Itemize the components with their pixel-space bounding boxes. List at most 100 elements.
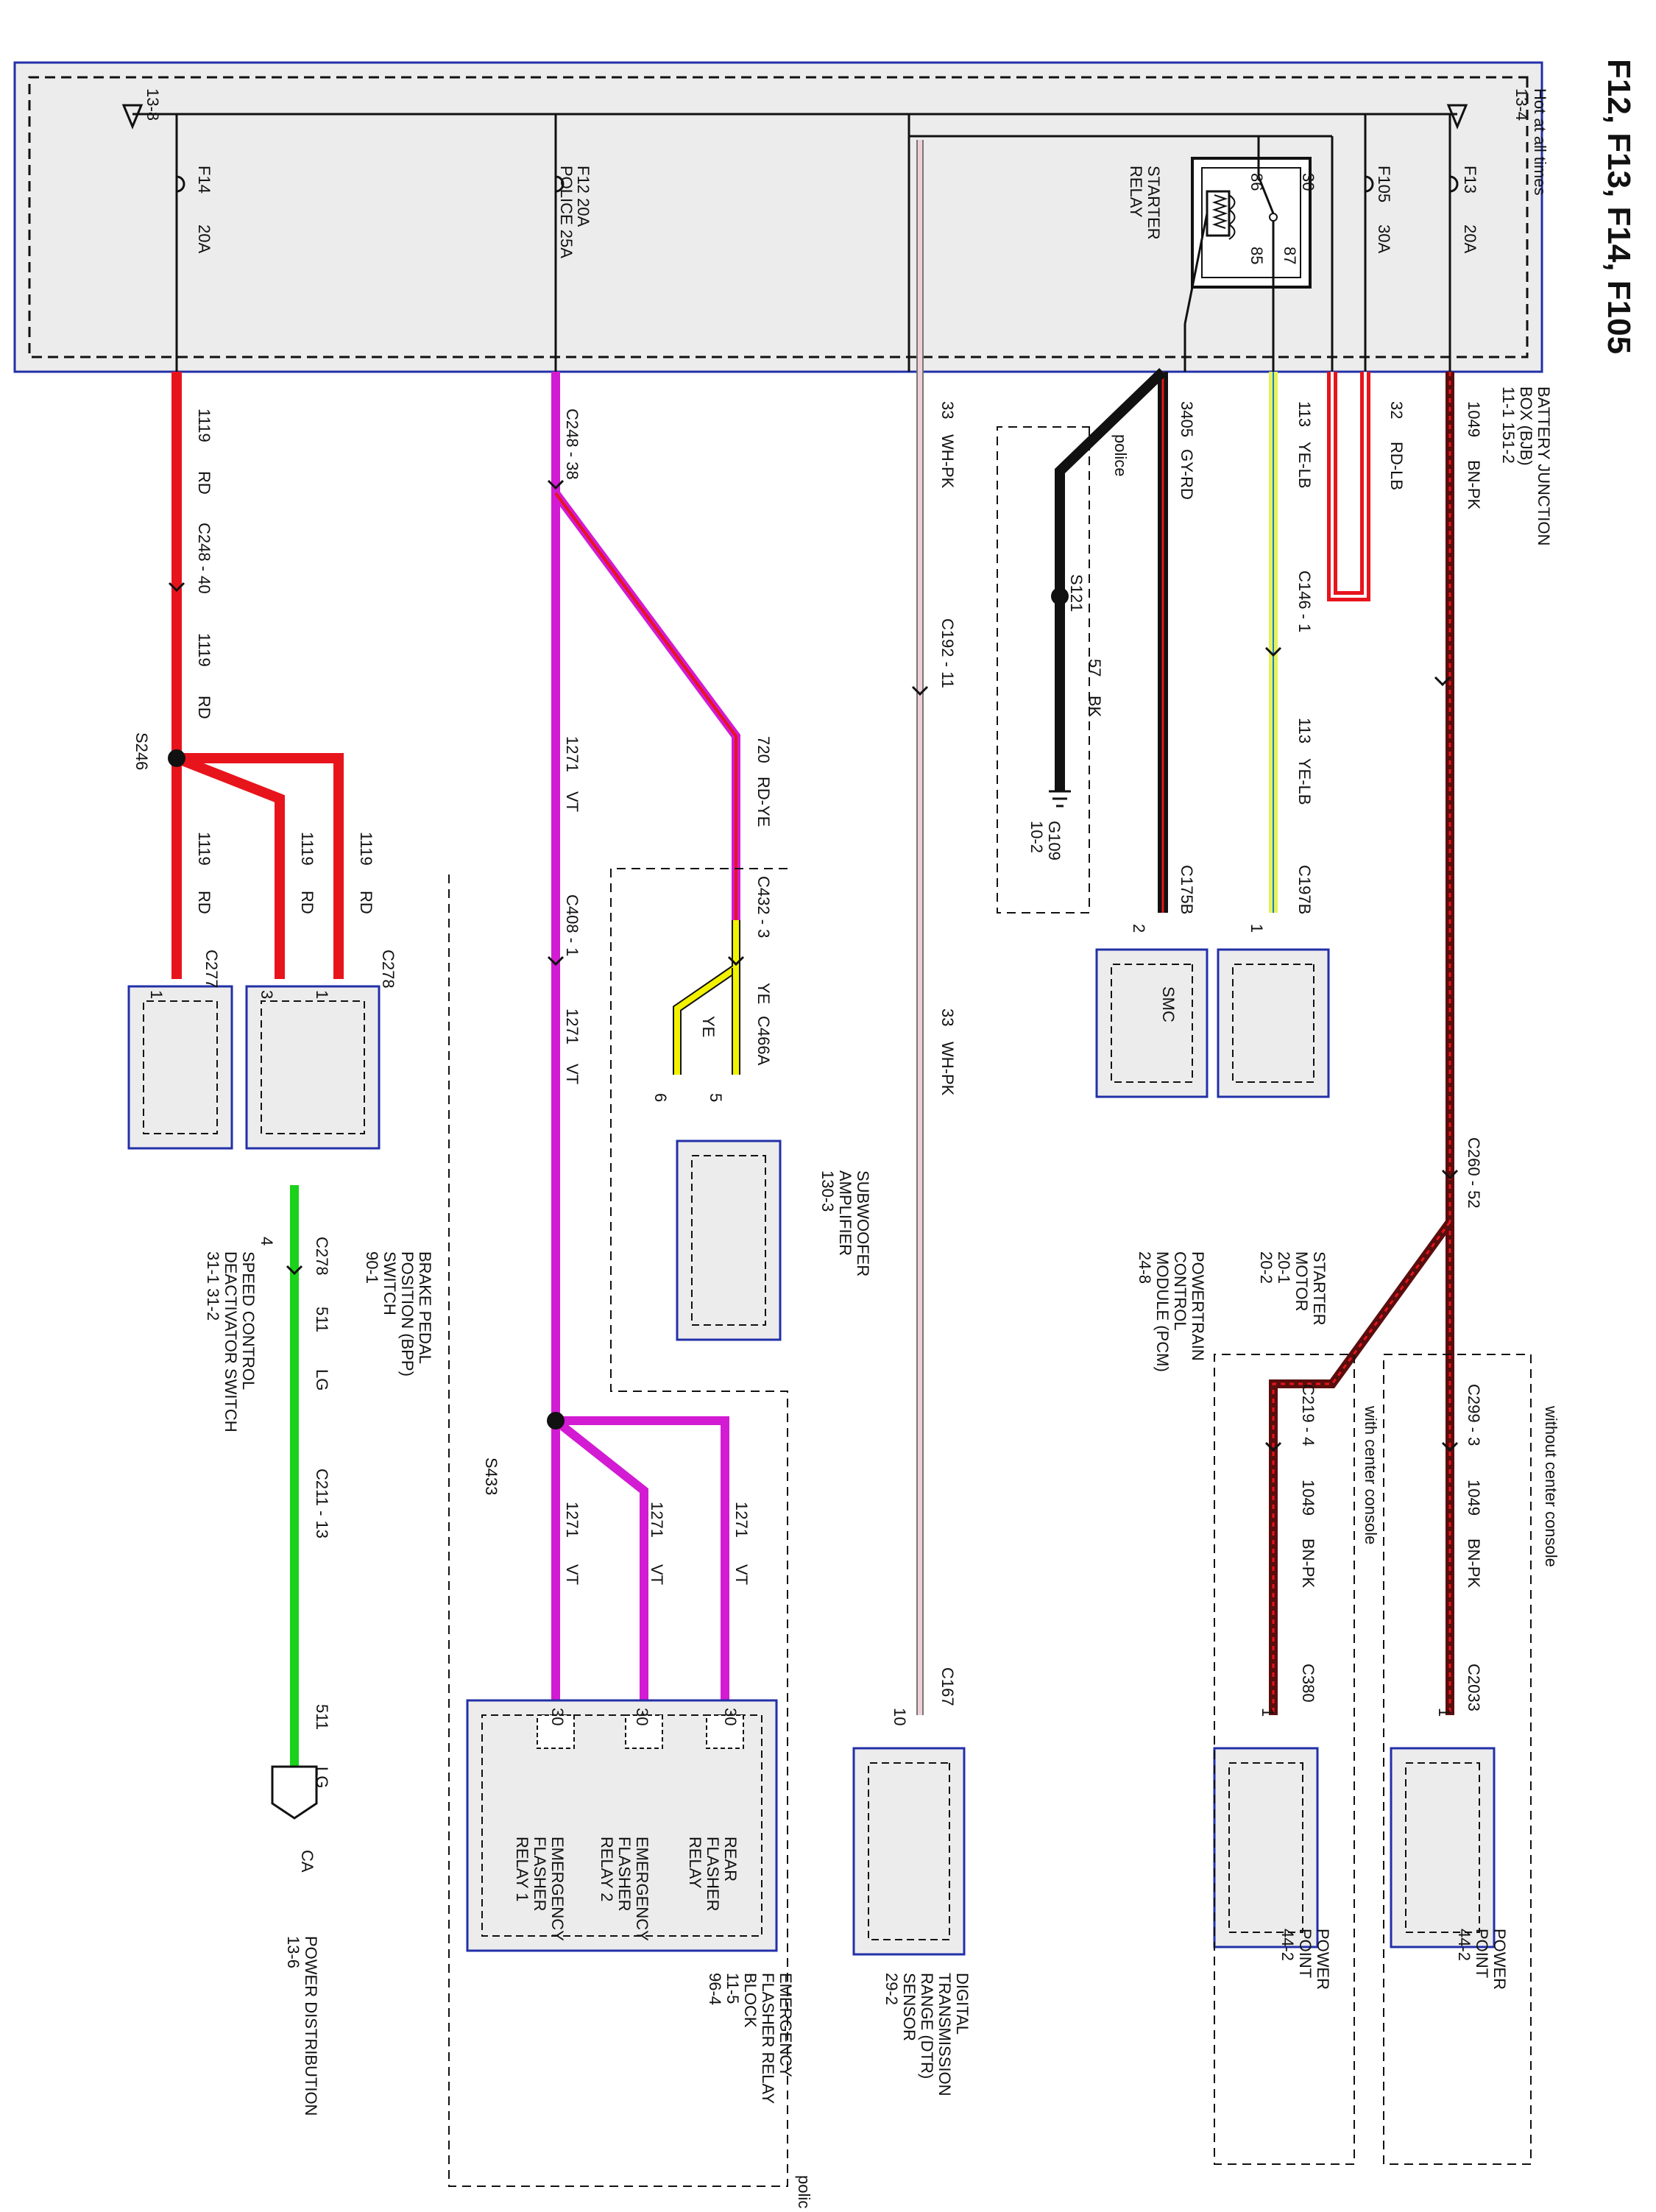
c192-label: C192 - 11 — [938, 618, 957, 688]
smc-label: SMC — [1159, 986, 1178, 1022]
w113-color-2: YE-LB — [1295, 758, 1314, 805]
fuse-f14-icon — [176, 175, 185, 193]
w1119-color-5: RD — [357, 891, 375, 914]
relay2-label-1: EMERGENCY — [633, 1837, 651, 1941]
starter-relay-label-1: STARTER — [1144, 166, 1163, 240]
w1119-color-3: RD — [195, 891, 213, 914]
c167-label: C167 — [938, 1667, 957, 1706]
dtr-label-3: RANGE (DTR) — [918, 1973, 936, 2079]
bpp-label-1: BRAKE PEDAL — [416, 1251, 434, 1364]
w1049-num-2: 1049 — [1465, 1480, 1483, 1516]
ye-label-1: YE — [754, 983, 773, 1004]
w1119-color-2: RD — [195, 696, 213, 719]
ye-label-2: YE — [699, 1016, 718, 1037]
ground-label-1: G109 — [1045, 821, 1064, 861]
fuse-f13-icon — [1449, 175, 1459, 193]
c432-label: C432 - 3 — [754, 876, 773, 938]
wire-1049 — [1269, 372, 1454, 1715]
splice-s121 — [1051, 587, 1069, 605]
power-point-box-1 — [1390, 1747, 1496, 1948]
c197b-pin: 1 — [1248, 924, 1266, 933]
wire-1119 — [171, 372, 344, 979]
w1271-color-4: VT — [648, 1564, 666, 1585]
w1271-color: VT — [563, 791, 581, 812]
relay2-pin: 30 — [633, 1708, 651, 1725]
fuse-f105-name: F105 — [1375, 166, 1393, 202]
w720-num: 720 — [754, 736, 773, 763]
c175b-label: C175B — [1178, 865, 1196, 914]
w32-num: 32 — [1387, 401, 1406, 419]
w1271-color-3: VT — [563, 1564, 581, 1585]
subwoofer-label-1: SUBWOOFER — [854, 1170, 872, 1276]
relay1-label-3: RELAY 1 — [513, 1837, 531, 1901]
c278-pin1: 1 — [313, 990, 331, 999]
bjb-label-1: BATTERY JUNCTION — [1535, 386, 1553, 545]
fuse-f105-icon — [1365, 175, 1374, 193]
labels: F12, F13, F14, F105 Hot at all times 13-… — [132, 59, 1637, 2212]
w1119-num-2: 1119 — [195, 633, 213, 667]
w1049-color-2: BN-PK — [1465, 1538, 1483, 1589]
fuse-f12-line1: F12 20A — [574, 166, 592, 227]
c277-pin: 1 — [147, 990, 166, 999]
bpp-switch-box — [245, 985, 381, 1150]
c277-label: C277 — [202, 950, 221, 989]
w1271-num-2: 1271 — [563, 1008, 581, 1045]
pcm-label-1: POWERTRAIN — [1189, 1251, 1207, 1361]
pcm-label-2: CONTROL — [1171, 1251, 1189, 1331]
flasher-block-label-1: EMERGENCY — [776, 1973, 795, 2077]
c466a-label: C466A — [754, 1016, 773, 1066]
w1271-color-5: VT — [732, 1564, 751, 1585]
w113-color: YE-LB — [1295, 442, 1314, 489]
w32-color: RD-LB — [1387, 442, 1406, 490]
connector-marks — [168, 479, 1459, 1452]
dtr-label-5: 29-2 — [882, 1973, 901, 2005]
c278-pin3: 3 — [258, 990, 276, 999]
flasher-block-label-2: FLASHER RELAY — [759, 1973, 777, 2104]
c260-label: C260 - 52 — [1465, 1137, 1483, 1209]
diagram-title: F12, F13, F14, F105 — [1601, 59, 1637, 354]
ground-ref-icon — [121, 104, 144, 130]
c248-40-label: C248 - 40 — [195, 523, 213, 594]
w57-color: BK — [1086, 696, 1104, 718]
ground-label-2: 10-2 — [1027, 821, 1046, 853]
subwoofer-label-3: 130-3 — [818, 1170, 837, 1212]
fuse-f12-icon — [555, 175, 565, 193]
fuse-f14-rating: 20A — [195, 225, 213, 253]
w1271-num-4: 1271 — [648, 1502, 666, 1538]
bjb-ref-right: 13-4 — [1512, 88, 1531, 121]
starter-motor-box — [1217, 948, 1330, 1098]
police-label-2: police — [795, 2175, 813, 2208]
power-point-box-2 — [1213, 1747, 1319, 1948]
flasher-block-label-5: 96-4 — [706, 1973, 724, 2005]
w1119-num: 1119 — [195, 409, 213, 442]
subwoofer-label-2: AMPLIFIER — [836, 1170, 854, 1256]
wire-3405 — [1055, 367, 1168, 913]
wire-720 — [673, 920, 740, 1075]
c278b-label: C278 — [313, 1237, 331, 1276]
w511-color-2: LG — [313, 1767, 331, 1788]
c2033-pin: 1 — [1435, 1708, 1454, 1717]
speed-control-label-2: DEACTIVATOR SWITCH — [222, 1251, 240, 1432]
power-dist-label-1: POWER DISTRIBUTION — [302, 1936, 320, 2116]
fuse-f13-name: F13 — [1461, 166, 1479, 194]
starter-motor-label-1: STARTER — [1310, 1251, 1328, 1326]
c408-label: C408 - 1 — [563, 894, 581, 956]
starter-motor-label-4: 20-2 — [1257, 1251, 1275, 1284]
subwoofer-box — [676, 1139, 782, 1341]
w1119-color: RD — [195, 471, 213, 495]
relay-pin-87: 87 — [1281, 247, 1299, 264]
police-flasher-outline — [448, 868, 788, 2187]
relay1-label-2: FLASHER — [531, 1837, 549, 1911]
pp2-label-2: POINT — [1296, 1929, 1314, 1978]
with-console-outline — [1214, 1354, 1355, 2165]
c211-label: C211 - 13 — [313, 1469, 331, 1538]
w720-color: RD-YE — [754, 777, 773, 827]
w33-num-2: 33 — [938, 1008, 957, 1026]
w1271-num-3: 1271 — [563, 1502, 581, 1538]
s246-label: S246 — [132, 732, 151, 770]
c380-label: C380 — [1299, 1664, 1317, 1703]
bpp-label-4: 90-1 — [363, 1251, 381, 1284]
c146-label: C146 - 1 — [1295, 570, 1314, 632]
